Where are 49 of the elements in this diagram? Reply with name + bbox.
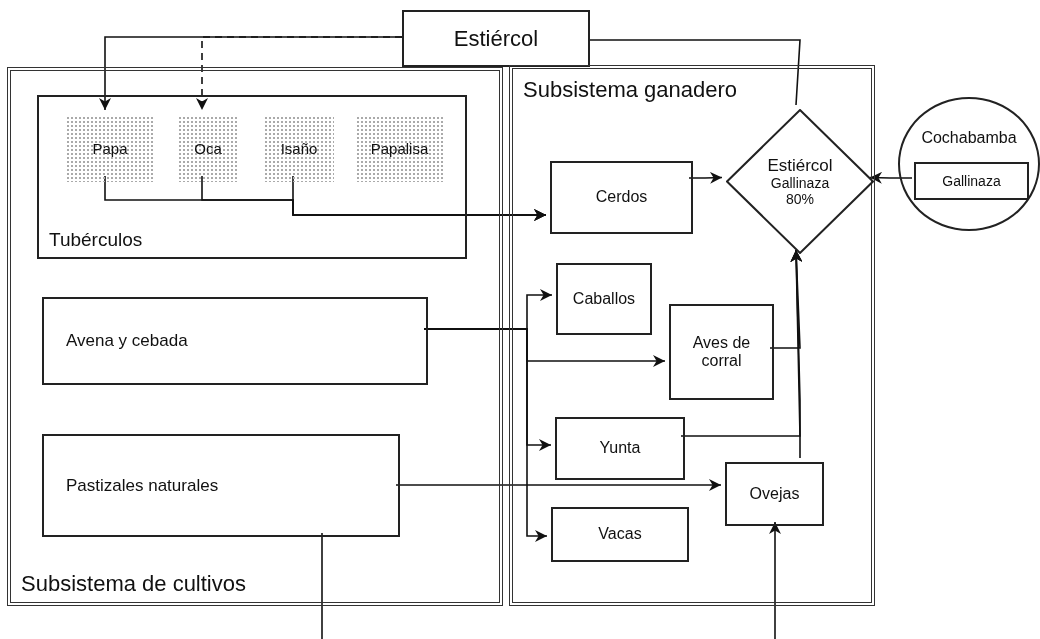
node-label: Oca [194, 140, 222, 158]
subsystem-panel [509, 65, 875, 606]
node-label: Avena y cebada [66, 331, 188, 351]
node-label: Papalisa [370, 140, 429, 158]
node-label: Aves de corral [691, 333, 752, 371]
process-box [556, 263, 652, 335]
node-label: Cerdos [595, 188, 648, 207]
decision-diamond [726, 109, 874, 254]
process-box [550, 161, 693, 234]
dotted-box [66, 116, 154, 182]
circle-title: Cochabamba [920, 129, 1018, 148]
arrow [790, 249, 803, 459]
node-label: Pastizales naturales [66, 475, 219, 496]
process-box [42, 434, 400, 537]
connector-line [321, 532, 323, 639]
process-box [914, 162, 1029, 200]
arrow [423, 328, 548, 542]
process-box [725, 462, 824, 526]
arrow [869, 171, 913, 184]
process-box [555, 417, 685, 480]
group-box [37, 95, 467, 259]
node-label: Vacas [598, 525, 642, 544]
node-label: Yunta [599, 439, 641, 458]
panel-title: Tubérculos [49, 229, 143, 251]
location-circle [898, 97, 1040, 231]
dotted-box [356, 116, 443, 182]
node-label: Gallinaza 80% [769, 175, 831, 208]
connector-line [589, 39, 801, 106]
node-label: Caballos [572, 289, 636, 309]
node-label: Isaño [280, 140, 318, 158]
panel-title: Subsistema de cultivos [21, 570, 246, 596]
process-box [669, 304, 774, 400]
node-label: Ovejas [749, 484, 800, 504]
arrow [688, 171, 723, 184]
process-box [402, 10, 590, 67]
node-label: Papa [92, 140, 128, 158]
arrow [769, 521, 781, 639]
node-label: Gallinaza [942, 172, 1001, 190]
node-label: Estiércol [453, 25, 539, 52]
panel-title: Subsistema ganadero [523, 77, 738, 103]
dotted-box [264, 116, 334, 182]
dotted-box [178, 116, 238, 182]
subsystem-panel [7, 67, 503, 606]
process-box [551, 507, 689, 562]
node-label: Estiércol [767, 155, 833, 176]
arrow [395, 479, 722, 491]
arrow [292, 175, 547, 221]
arrow [196, 36, 403, 111]
process-box [42, 297, 428, 385]
